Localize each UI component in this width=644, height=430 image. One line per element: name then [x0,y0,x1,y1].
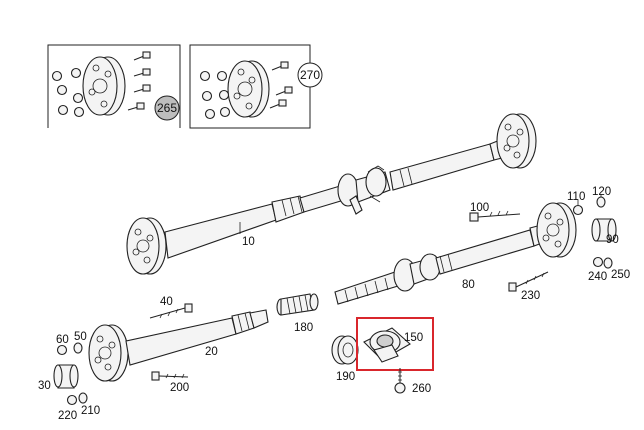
center-support-bearing-150 [363,327,411,363]
ring-190 [331,335,359,365]
washer-50 [73,342,83,354]
callout-270: 270 [297,62,323,88]
nut-220 [66,394,78,406]
highlight-box-150 [356,317,434,371]
label-260: 260 [412,383,431,395]
label-150: 150 [404,332,423,344]
bolt-200 [151,371,189,381]
nut-60 [56,344,68,356]
inset-left-flex-disc [47,44,181,128]
inset-right-flex-disc [189,44,311,129]
label-210: 210 [81,405,100,417]
label-220: 220 [58,410,77,422]
washer-210 [78,392,88,404]
nut-240 [592,256,604,268]
rear-shaft-80 [334,202,577,305]
bushing-30 [53,364,79,389]
label-240: 240 [588,271,607,283]
label-80: 80 [462,279,475,291]
front-shaft-20 [88,309,269,382]
label-230: 230 [521,290,540,302]
bolt-230 [508,271,549,292]
label-110: 110 [567,191,585,203]
label-100: 100 [470,202,489,214]
bolt-40 [149,303,193,319]
label-50: 50 [74,331,87,343]
label-180: 180 [294,322,313,334]
label-190: 190 [336,371,355,383]
bolt-260 [394,368,406,394]
label-200: 200 [170,382,189,394]
label-250: 250 [611,269,630,281]
washer-120 [596,194,606,208]
nut-110 [572,200,584,216]
driveshaft-assembly-10 [126,113,537,275]
label-265: 265 [157,101,177,115]
label-120: 120 [592,186,611,198]
label-90: 90 [606,234,619,246]
label-270: 270 [300,68,320,82]
bushing-90 [591,218,617,242]
label-40: 40 [160,296,173,308]
label-20: 20 [205,346,218,358]
label-10: 10 [242,236,255,248]
callout-265: 265 [154,95,180,121]
label-60: 60 [56,334,69,346]
boot-180 [276,293,319,316]
washer-250 [603,257,613,269]
bolt-100 [469,210,521,222]
label-30: 30 [38,380,51,392]
